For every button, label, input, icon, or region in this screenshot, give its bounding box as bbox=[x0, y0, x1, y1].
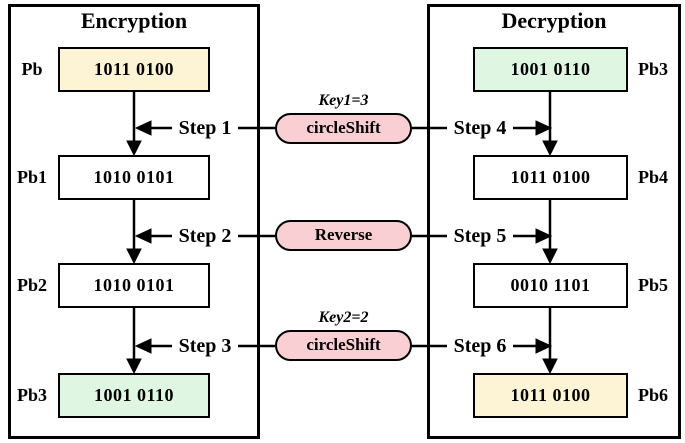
right-arrowhead bbox=[535, 338, 553, 354]
right-arrowhead bbox=[535, 228, 553, 244]
step-4-label: Step 4 bbox=[447, 115, 513, 141]
down-arrowhead bbox=[542, 140, 558, 157]
encryption-title: Encryption bbox=[80, 8, 188, 33]
key2-label: Key2=2 bbox=[318, 309, 369, 326]
down-arrowhead bbox=[126, 140, 142, 157]
right-arrowhead bbox=[535, 120, 553, 136]
box-pb6: 1011 0100 bbox=[473, 373, 628, 418]
left-arrowhead bbox=[134, 228, 152, 244]
down-arrowhead bbox=[542, 358, 558, 375]
box-pb4: 1011 0100 bbox=[473, 155, 628, 200]
box-pb: 1011 0100 bbox=[58, 47, 210, 92]
down-arrowhead bbox=[542, 248, 558, 265]
box-pb3-dec: 1001 0110 bbox=[473, 47, 628, 92]
down-arrowhead bbox=[126, 248, 142, 265]
label-pb6: Pb6 bbox=[638, 385, 669, 405]
step-1-label: Step 1 bbox=[172, 115, 238, 141]
label-pb5: Pb5 bbox=[638, 275, 669, 295]
box-pb2: 1010 0101 bbox=[58, 263, 210, 308]
key1-label: Key1=3 bbox=[318, 92, 369, 109]
decryption-title: Decryption bbox=[501, 8, 607, 33]
label-pb: Pb bbox=[21, 59, 43, 79]
label-pb3: Pb3 bbox=[16, 385, 47, 405]
step-5-label: Step 5 bbox=[447, 223, 513, 249]
box-pb5: 0010 1101 bbox=[473, 263, 628, 308]
left-arrowhead bbox=[134, 120, 152, 136]
down-arrowhead bbox=[126, 358, 142, 375]
label-pb2: Pb2 bbox=[16, 275, 47, 295]
reverse-pill: Reverse bbox=[275, 220, 412, 251]
label-pb3-dec: Pb3 bbox=[638, 59, 669, 79]
step-2-label: Step 2 bbox=[172, 223, 238, 249]
step-6-label: Step 6 bbox=[447, 333, 513, 359]
circleshift-pill-1: circleShift bbox=[275, 113, 412, 144]
step-3-label: Step 3 bbox=[172, 333, 238, 359]
box-pb1: 1010 0101 bbox=[58, 155, 210, 200]
circleshift-pill-2: circleShift bbox=[275, 330, 412, 361]
left-arrowhead bbox=[134, 338, 152, 354]
box-pb3: 1001 0110 bbox=[58, 373, 210, 418]
label-pb1: Pb1 bbox=[16, 167, 47, 187]
label-pb4: Pb4 bbox=[638, 167, 669, 187]
